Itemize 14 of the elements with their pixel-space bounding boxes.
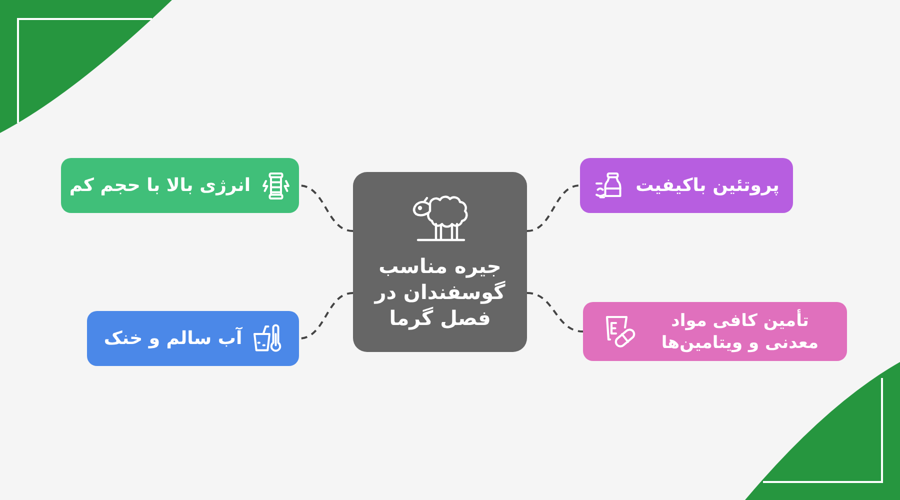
topic-box [580, 158, 793, 213]
connector-line [526, 184, 580, 232]
connector-line [298, 292, 354, 340]
topic-text: تأمین کافی مواد معدنی و ویتامین‌ها [660, 310, 820, 354]
connector-line [298, 184, 354, 232]
topic-box [61, 158, 299, 213]
topic-text: جیره مناسب گوسفندان در فصل گرما [372, 253, 506, 331]
topic-box [87, 311, 299, 366]
central-topic-box [353, 172, 527, 352]
topic-box [583, 302, 847, 361]
topic-text: انرژی بالا با حجم کم [69, 174, 251, 198]
topic-text: آب سالم و خنک [104, 326, 242, 350]
topic-text: پروتئین باکیفیت [636, 174, 780, 198]
connector-line [526, 292, 584, 332]
